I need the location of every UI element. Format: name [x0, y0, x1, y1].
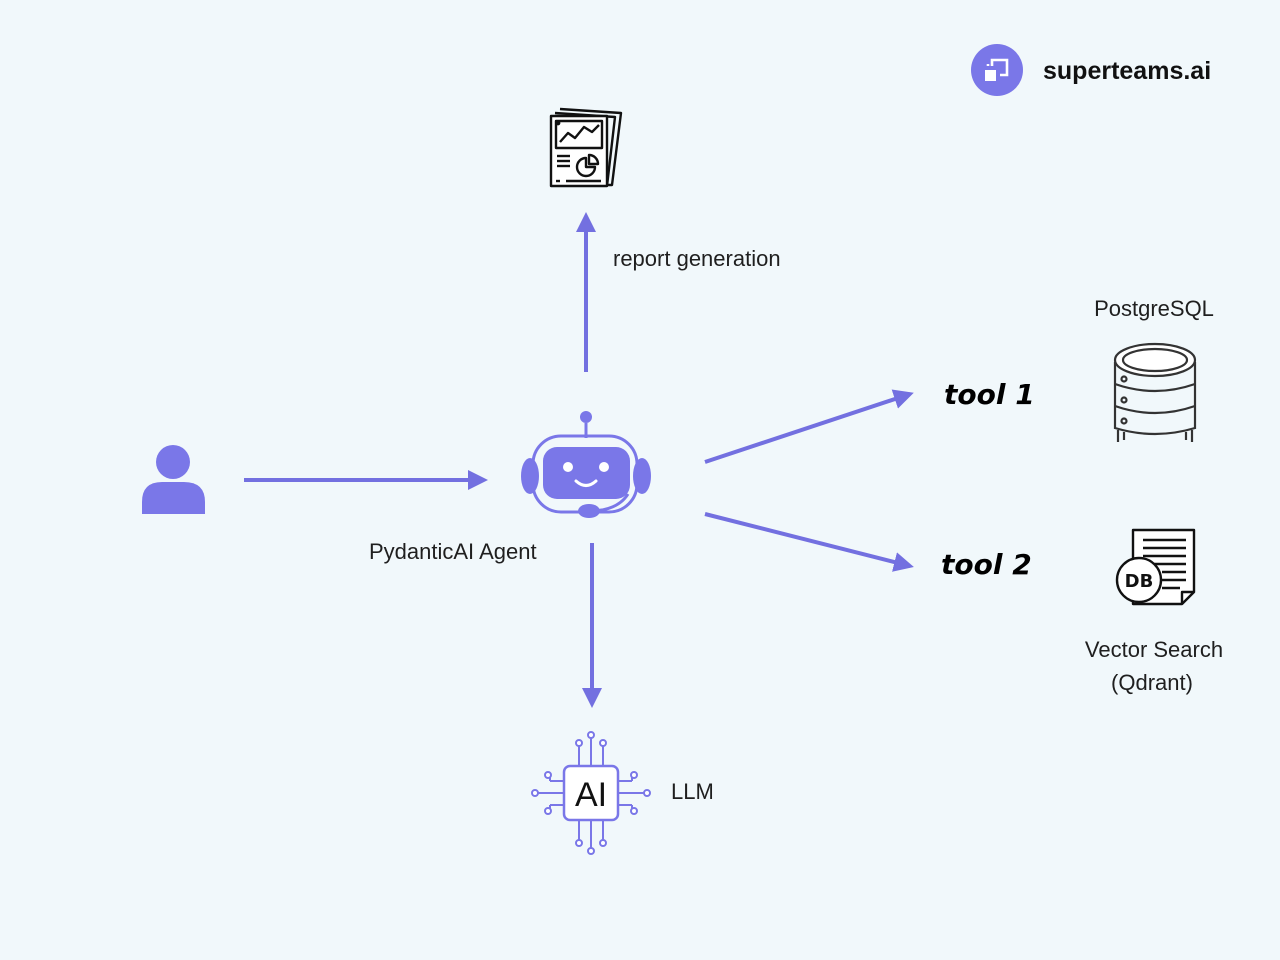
llm-label: LLM [671, 779, 714, 804]
vector-label-line1: Vector Search [1085, 637, 1223, 662]
db-document-icon [1115, 528, 1196, 606]
edge-agent-tool2 [704, 512, 914, 572]
postgres-label: PostgreSQL [1094, 296, 1214, 321]
database-server-icon [1113, 342, 1197, 442]
edge-agent-tool1 [704, 389, 914, 464]
superteams-logo-icon [985, 58, 1009, 81]
brand-logo [971, 44, 1023, 96]
user-icon [142, 445, 205, 514]
report-icon [549, 107, 623, 188]
ai-chip-text: AI [575, 776, 607, 814]
ai-chip-icon [531, 731, 651, 855]
vector-label-line2: (Qdrant) [1111, 670, 1193, 695]
report-label: report generation [613, 246, 781, 271]
robot-icon [521, 411, 651, 518]
agent-label: PydanticAI Agent [369, 539, 537, 564]
brand-name: superteams.ai [1043, 57, 1211, 85]
edges [244, 212, 914, 708]
tool1-label: tool 1 [944, 378, 1035, 411]
tool2-label: tool 2 [941, 548, 1032, 581]
db-icon-text: DB [1125, 571, 1154, 592]
